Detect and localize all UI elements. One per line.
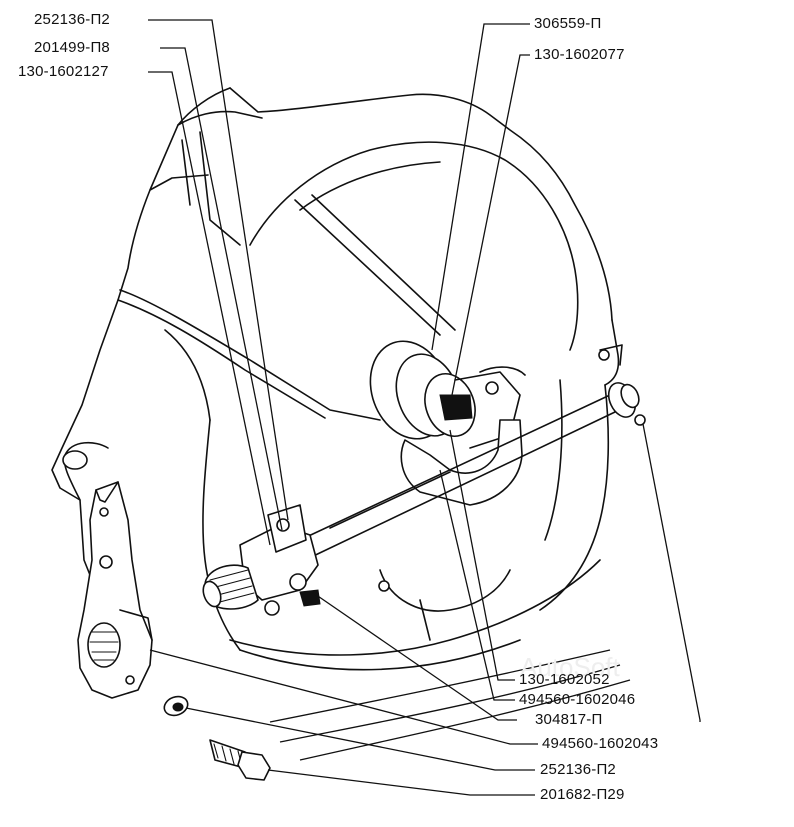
label-130-1602077: 130-1602077 <box>534 46 625 63</box>
label-304817-p: 304817-П <box>535 711 603 728</box>
release-fork-shaft <box>299 382 646 561</box>
label-252136-p2-bottom: 252136-П2 <box>540 761 616 778</box>
leader-lines <box>148 19 701 796</box>
release-bearing <box>369 340 526 449</box>
label-130-1602052: 130-1602052 <box>519 671 610 688</box>
clutch-housing <box>51 87 623 671</box>
shaft-end-lever <box>202 504 321 616</box>
watermark-text: AutoSoft <box>520 652 620 682</box>
label-252136-p2-top: 252136-П2 <box>34 11 110 28</box>
label-201682-p29: 201682-П29 <box>540 786 625 803</box>
label-494560-1602046: 494560-1602046 <box>519 691 636 708</box>
clutch-lever <box>77 481 153 699</box>
label-494560-1602043: 494560-1602043 <box>542 735 659 752</box>
label-201499-p8: 201499-П8 <box>34 39 110 56</box>
washer <box>163 695 189 717</box>
bolt <box>209 739 271 781</box>
label-306559-p: 306559-П <box>534 15 602 32</box>
label-130-1602127: 130-1602127 <box>18 63 109 80</box>
